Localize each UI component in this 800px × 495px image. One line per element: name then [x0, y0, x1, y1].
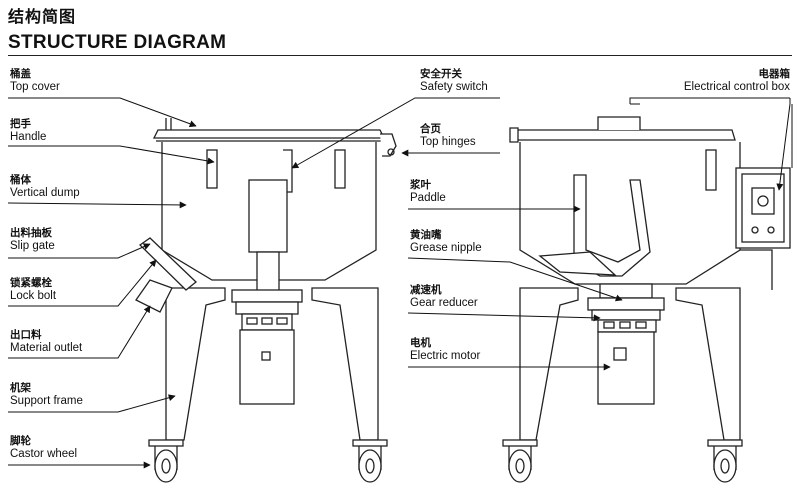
left-slip-gate-shape [138, 237, 197, 291]
label-support-frame-cn: 机架 [10, 382, 31, 394]
label-handle-cn: 把手 [10, 118, 31, 130]
left-top-cover-shape [152, 129, 386, 139]
left-mixer [135, 118, 397, 483]
label-top-hinges-cn: 合页 [420, 123, 441, 135]
left-material-outlet-shape [135, 279, 173, 313]
left-handle-shape [206, 149, 218, 189]
label-grease-nipple-cn: 黄油嘴 [410, 229, 442, 241]
label-slip-gate: 出料抽板 Slip gate [10, 227, 55, 252]
label-electrical-control-box: 电器箱 Electrical control box [683, 68, 791, 93]
leader-lock-bolt [8, 259, 157, 307]
label-castor-wheel: 脚轮 Castor wheel [10, 435, 78, 460]
leader-material-outlet [8, 305, 151, 359]
label-lock-bolt-cn: 锁紧螺栓 [10, 277, 52, 289]
leader-vertical-dump [7, 201, 187, 209]
label-electrical-control-box-en: Electrical control box [683, 80, 790, 93]
label-vertical-dump-en: Vertical dump [10, 186, 80, 199]
label-lock-bolt-en: Lock bolt [10, 289, 57, 302]
label-castor-wheel-en: Castor wheel [10, 447, 78, 460]
title-underline [8, 55, 792, 56]
leader-safety-switch [291, 97, 500, 169]
title-chinese: 结构简图 [8, 9, 77, 26]
label-safety-switch: 安全开关 Safety switch [420, 68, 488, 93]
label-top-cover-cn: 桶盖 [10, 68, 31, 80]
leader-control-box [629, 97, 790, 104]
label-handle: 把手 Handle [10, 118, 47, 143]
left-support-frame-shape [165, 287, 226, 441]
label-castor-wheel-cn: 脚轮 [10, 435, 31, 447]
label-handle-en: Handle [10, 130, 47, 143]
leader-handle [8, 145, 215, 165]
leader-lines [7, 97, 793, 469]
label-top-hinges: 合页 Top hinges [420, 123, 476, 148]
leader-gear-reducer [407, 312, 601, 322]
leader-top-cover [8, 97, 197, 128]
label-slip-gate-en: Slip gate [10, 239, 55, 252]
label-grease-nipple: 黄油嘴 Grease nipple [410, 229, 482, 254]
leader-slip-gate [8, 243, 151, 259]
title-english: STRUCTURE DIAGRAM [8, 32, 227, 53]
label-vertical-dump-cn: 桶体 [10, 174, 31, 186]
label-top-cover: 桶盖 Top cover [10, 68, 60, 93]
label-safety-switch-en: Safety switch [420, 80, 488, 93]
label-lock-bolt: 锁紧螺栓 Lock bolt [10, 277, 57, 302]
label-material-outlet-en: Material outlet [10, 341, 83, 354]
right-gear-reducer-shape [587, 297, 665, 311]
label-paddle: 浆叶 Paddle [410, 179, 446, 204]
label-slip-gate-cn: 出料抽板 [10, 227, 52, 239]
label-electrical-control-box-cn: 电器箱 [758, 68, 791, 80]
right-electric-motor-shape [597, 331, 655, 405]
label-gear-reducer: 减速机 Gear reducer [410, 284, 478, 309]
label-electric-motor-en: Electric motor [410, 349, 481, 362]
label-safety-switch-cn: 安全开关 [420, 68, 462, 80]
label-top-hinges-en: Top hinges [420, 135, 476, 148]
label-gear-reducer-en: Gear reducer [410, 296, 478, 309]
leader-grease-nipple [407, 257, 623, 302]
label-paddle-en: Paddle [410, 191, 446, 204]
label-paddle-cn: 浆叶 [410, 179, 431, 191]
label-material-outlet-cn: 出口料 [10, 329, 42, 341]
label-material-outlet: 出口料 Material outlet [10, 329, 83, 354]
right-mixer [502, 116, 791, 483]
label-support-frame: 机架 Support frame [10, 382, 83, 407]
label-vertical-dump: 桶体 Vertical dump [10, 174, 80, 199]
label-electric-motor: 电机 Electric motor [410, 337, 481, 362]
label-top-cover-en: Top cover [10, 80, 60, 93]
label-electric-motor-cn: 电机 [410, 337, 431, 349]
label-support-frame-en: Support frame [10, 394, 83, 407]
label-grease-nipple-en: Grease nipple [410, 241, 482, 254]
label-gear-reducer-cn: 减速机 [410, 284, 442, 296]
leader-support-frame [8, 394, 176, 413]
